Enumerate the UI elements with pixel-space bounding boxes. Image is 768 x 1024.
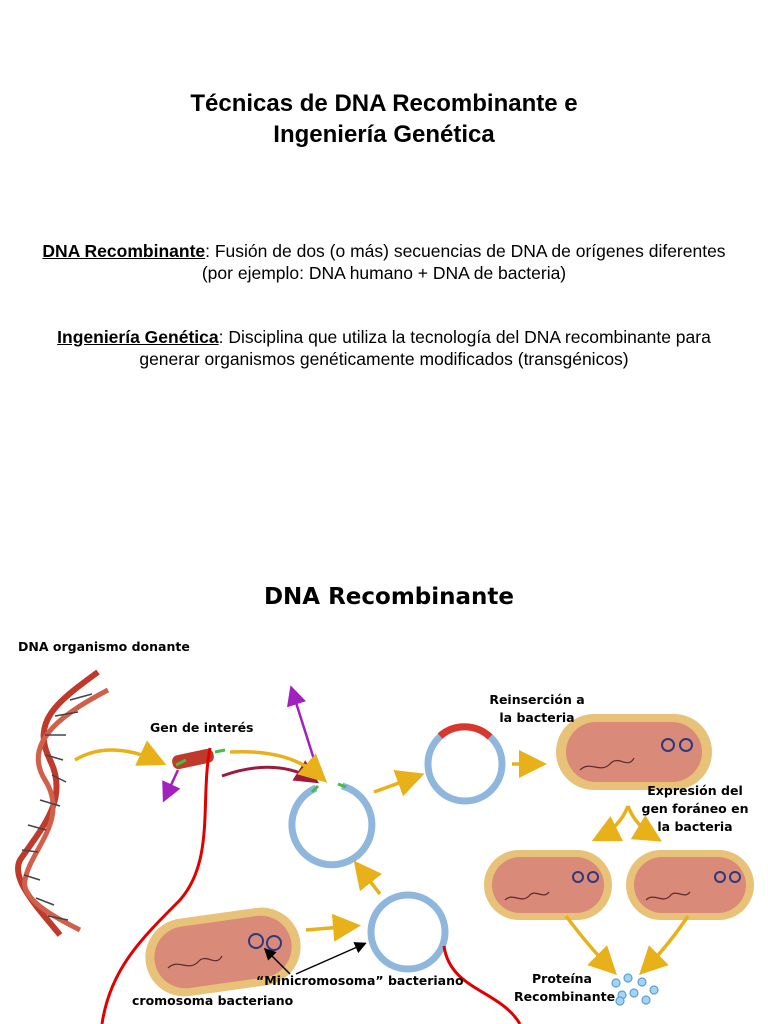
definition-text: : Fusión de dos (o más) secuencias de DN… bbox=[201, 241, 726, 283]
definition-term: DNA Recombinante bbox=[42, 241, 206, 261]
diagram-title: DNA Recombinante bbox=[263, 584, 515, 610]
bacterium-source bbox=[145, 907, 301, 997]
label-donor-dna: DNA organismo donante bbox=[18, 639, 190, 654]
definition-text: : Disciplina que utiliza la tecnología d… bbox=[139, 327, 711, 369]
definition-ingenieria-genetica: Ingeniería Genética: Disciplina que util… bbox=[40, 326, 728, 370]
label-protein: Proteína Recombinante bbox=[514, 971, 616, 1004]
label-reinsertion: Reinserción a la bacteria bbox=[489, 692, 585, 725]
bacterium-right bbox=[626, 850, 754, 920]
recombinant-dna-diagram bbox=[15, 669, 754, 1024]
cut-plasmid bbox=[288, 782, 376, 869]
protein-icon bbox=[611, 973, 659, 1006]
page-title-line-2: Ingeniería Genética bbox=[273, 121, 495, 148]
definition-dna-recombinante: DNA Recombinante: Fusión de dos (o más) … bbox=[40, 240, 728, 284]
bacterium-top bbox=[556, 714, 712, 790]
page-title-line-1: Técnicas de DNA Recombinante e bbox=[190, 90, 578, 117]
bacterium-left bbox=[484, 850, 612, 920]
label-chromosome: cromosoma bacteriano bbox=[132, 993, 294, 1008]
dna-helix-icon bbox=[15, 669, 110, 937]
label-plasmid: “Minicromosoma” bacteriano bbox=[256, 973, 464, 988]
label-expression: Expresión del gen foráneo en la bacteria bbox=[641, 783, 749, 834]
recombinant-plasmid bbox=[424, 723, 506, 805]
label-gene-of-interest: Gen de interés bbox=[150, 720, 254, 735]
definition-term: Ingeniería Genética bbox=[57, 327, 219, 347]
bacterial-plasmid bbox=[367, 891, 449, 973]
page-title: Técnicas de DNA Recombinante e Ingenierí… bbox=[0, 88, 768, 150]
